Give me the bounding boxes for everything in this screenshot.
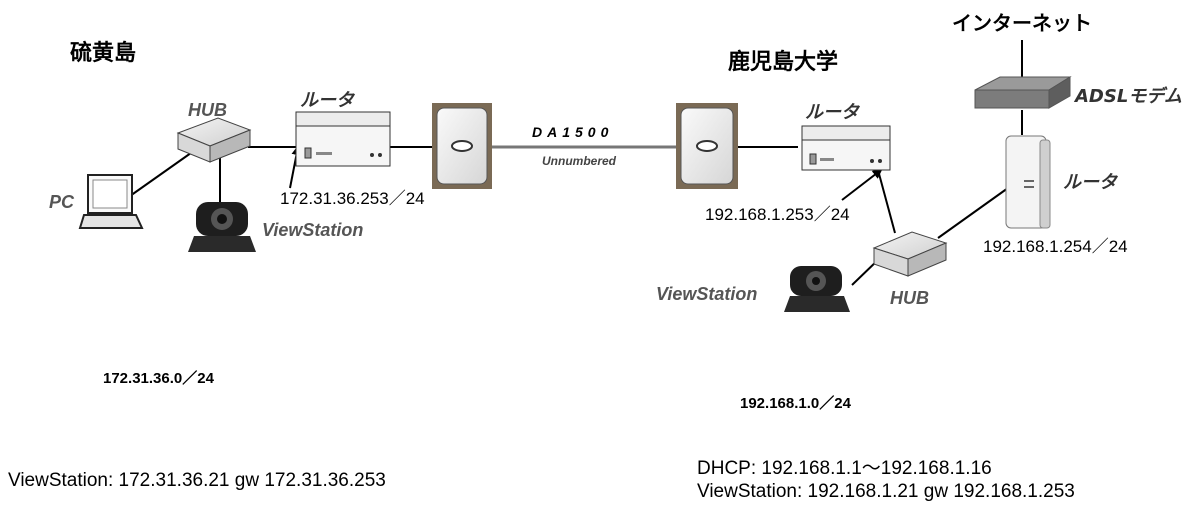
left-viewstation-label: ViewStation [262, 221, 363, 239]
unnumbered-label: Unnumbered [542, 155, 616, 167]
right-router-ip: 192.168.1.253／24 [705, 206, 850, 223]
viewstation-camera-left-icon [188, 202, 256, 252]
right-dhcp-note: DHCP: 192.168.1.1～192.168.1.16 [697, 459, 992, 478]
left-router-ip: 172.31.36.253／24 [280, 190, 425, 207]
internet-router-label: ルータ [1063, 174, 1117, 192]
hub-right-icon [874, 232, 946, 276]
da1500-modem-right-icon [676, 103, 738, 189]
left-site-title: 硫黄島 [70, 43, 136, 65]
pc-label: PC [49, 193, 74, 211]
viewstation-camera-right-icon [784, 266, 850, 312]
adsl-modem-icon [975, 77, 1070, 108]
left-viewstation-note: ViewStation: 172.31.36.21 gw 172.31.36.2… [8, 471, 386, 490]
link-router-hub-right [878, 170, 895, 233]
right-hub-label: HUB [890, 289, 929, 307]
internet-router-ip: 192.168.1.254／24 [983, 238, 1128, 255]
left-router-label: ルータ [300, 92, 354, 110]
right-viewstation-label: ViewStation [656, 285, 757, 303]
pc-icon [80, 175, 142, 228]
internet-router-icon [1006, 136, 1050, 228]
right-router-ip-arrow [842, 170, 881, 200]
right-router-label: ルータ [805, 104, 859, 122]
da1500-label: DA1500 [532, 125, 613, 139]
router-right-icon [802, 126, 890, 170]
left-network-label: 172.31.36.0／24 [103, 371, 214, 386]
link-hub-router-right [938, 188, 1008, 238]
right-site-title: 鹿児島大学 [728, 52, 838, 74]
adsl-modem-label: ADSLモデム [1075, 88, 1182, 106]
right-viewstation-note: ViewStation: 192.168.1.21 gw 192.168.1.2… [697, 482, 1075, 501]
da1500-modem-left-icon [432, 103, 492, 189]
internet-label: インターネット [952, 13, 1092, 33]
link-pc-hub [130, 148, 198, 196]
right-network-label: 192.168.1.0／24 [740, 396, 851, 411]
left-hub-label: HUB [188, 101, 227, 119]
router-left-icon [296, 112, 390, 166]
